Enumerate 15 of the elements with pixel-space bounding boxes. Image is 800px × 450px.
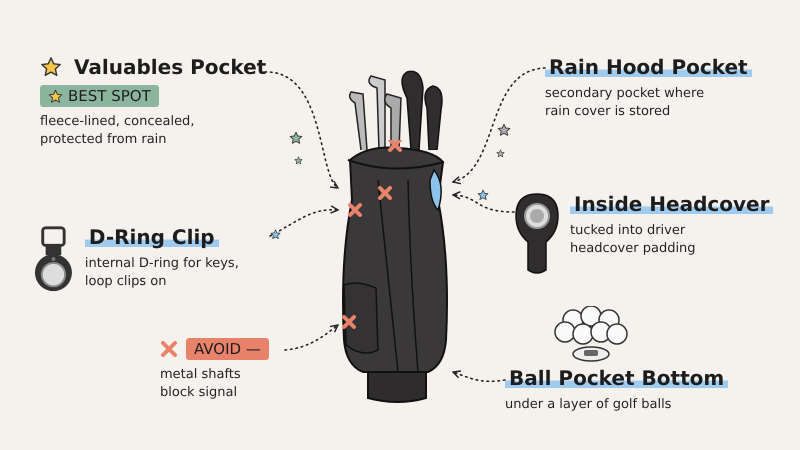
callout-description: secondary pocket where rain cover is stored <box>545 85 706 122</box>
dotted-arrow <box>269 205 339 237</box>
dotted-arrow <box>264 71 339 189</box>
badge-text: BEST SPOT <box>68 87 151 105</box>
callout-description: tucked into driver headcover padding <box>570 222 697 258</box>
callout-description: internal D-ring for keys, loop clips on <box>84 255 240 292</box>
callout-description: fleece-lined, concealed, protected from rain <box>40 113 196 150</box>
dotted-arrow <box>452 67 546 184</box>
callout-title: Valuables Pocket <box>73 55 268 79</box>
callout-description: metal shafts block signal <box>160 366 242 402</box>
dotted-arrow <box>452 191 515 213</box>
callout-description: under a layer of golf balls <box>505 396 672 414</box>
dotted-arrow <box>452 370 506 382</box>
avoid-badge: AVOID — <box>186 338 269 360</box>
dotted-arrow <box>284 324 339 351</box>
